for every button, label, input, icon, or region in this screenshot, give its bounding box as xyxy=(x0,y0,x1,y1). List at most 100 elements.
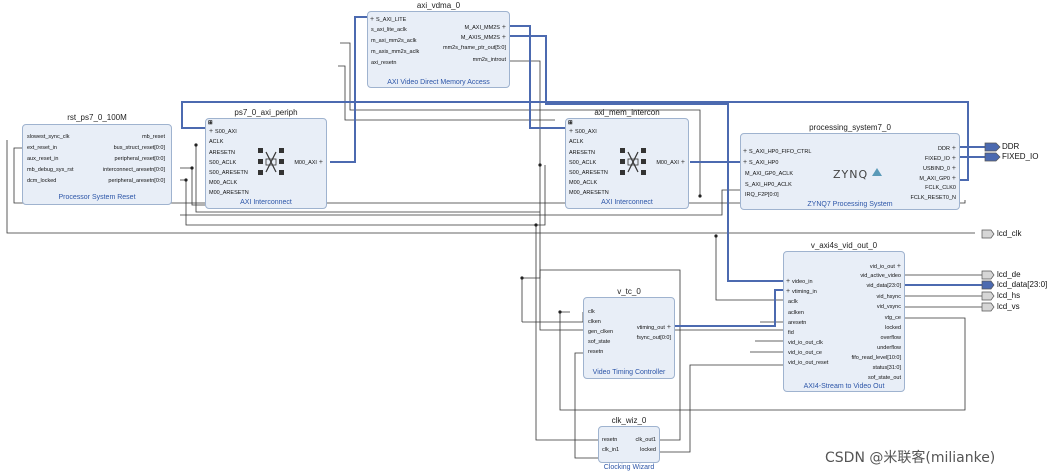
net-periph-aresetn xyxy=(180,167,206,206)
ps-pin-usbind-0: USBIND_0 + xyxy=(923,165,956,172)
ps-block-title: processing_system7_0 xyxy=(809,123,891,132)
vid-out-pin-vid-io-out-reset: vid_io_out_reset xyxy=(788,360,829,366)
periph-pin-m00-aresetn: M00_ARESETN xyxy=(209,190,249,196)
ext-port-lcd-de[interactable]: lcd_de xyxy=(997,270,1021,279)
net-vtc-clk xyxy=(522,312,584,323)
vdma-pin-m-axi-mm2s: M_AXI_MM2S + xyxy=(464,24,506,31)
clkwiz-pin-clk-in1: clk_in1 xyxy=(602,447,620,453)
bus-vdma-axis-to-vidout xyxy=(510,35,783,282)
vtc-block[interactable]: clk clken gen_clken sof_state resetn vti… xyxy=(583,297,675,379)
ext-port-lcd-data[interactable]: lcd_data[23:0] xyxy=(997,280,1047,289)
ext-port-fixed-io[interactable]: FIXED_IO xyxy=(1002,152,1039,161)
net-clk-row xyxy=(180,189,742,216)
rst-block-title: rst_ps7_0_100M xyxy=(67,113,127,122)
vid-out-pin-overflow: overflow xyxy=(880,335,901,341)
periph-pin-s00-axi: + S00_AXI xyxy=(209,128,237,135)
port-fixed-io-shape xyxy=(984,152,1001,162)
watermark-text: CSDN @米联客(milianke) xyxy=(825,450,996,466)
periph-pin-m00-axi: M00_AXI + xyxy=(294,159,323,166)
periph-pin-s00-aclk: S00_ACLK xyxy=(209,160,237,166)
net-clk-periph xyxy=(195,145,540,213)
vid-out-pin-vid-active-video: vid_active_video xyxy=(860,273,901,279)
mem-intercon-block-subtitle: AXI Interconnect xyxy=(601,199,653,206)
ps-pin-s-axi-hp0-fifo-ctrl: + S_AXI_HP0_FIFO_CTRL xyxy=(743,148,812,155)
rst-pin-mb-debug-sys-rst: mb_debug_sys_rst xyxy=(27,167,74,173)
periph-block-title: ps7_0_axi_periph xyxy=(234,108,298,117)
vtc-pin-resetn: resetn xyxy=(588,349,604,355)
vid-out-pin-vid-data: vid_data[23:0] xyxy=(866,283,901,289)
mem-intercon-expand-icon[interactable]: ⊞ xyxy=(568,120,573,126)
vtc-pin-sof-state: sof_state xyxy=(588,339,611,345)
ext-port-lcd-clk[interactable]: lcd_clk xyxy=(997,229,1022,238)
periph-expand-icon[interactable]: ⊞ xyxy=(208,120,213,126)
vdma-block[interactable]: + S_AXI_LITE s_axi_lite_aclk m_axi_mm2s_… xyxy=(367,11,510,88)
vtc-block-title: v_tc_0 xyxy=(617,287,641,296)
clkwiz-block[interactable]: resetn clk_in1 clk_out1 locked xyxy=(598,426,660,463)
ps-pin-fixed-io: FIXED_IO + xyxy=(924,155,956,162)
ext-port-lcd-vs[interactable]: lcd_vs xyxy=(997,302,1020,311)
rst-pin-interconnect-aresetn: interconnect_aresetn[0:0] xyxy=(102,167,165,173)
vdma-pin-m-axis-mm2s-aclk: m_axis_mm2s_aclk xyxy=(371,49,420,55)
ps-pin-s-axi-hp0: + S_AXI_HP0 xyxy=(743,159,779,166)
port-lcd-data-shape xyxy=(981,280,995,290)
rst-pin-ext-reset-in: ext_reset_in xyxy=(27,145,57,151)
vdma-pin-m-axi-mm2s-aclk: m_axi_mm2s_aclk xyxy=(371,38,417,44)
vid-out-pin-aclk: aclk xyxy=(788,299,798,305)
mem-intercon-block[interactable]: ⊞ + S00_AXI ACLK ARESETN S00_ACLK S00_AR… xyxy=(565,118,689,209)
ps-pin-s-axi-hp0-aclk: S_AXI_HP0_ACLK xyxy=(745,182,792,188)
ps-pin-irq-f2p: IRQ_F2P[0:0] xyxy=(745,192,779,198)
bus-gp0-to-periph xyxy=(181,101,969,181)
vid-out-pin-underflow: underflow xyxy=(877,345,901,351)
ext-port-lcd-hs[interactable]: lcd_hs xyxy=(997,291,1021,300)
net-vtc-resetn xyxy=(574,352,598,459)
periph-pin-s00-aresetn: S00_ARESETN xyxy=(209,170,248,176)
vtc-pin-vtiming-out: vtiming_out + xyxy=(636,324,671,331)
periph-pin-aresetn: ARESETN xyxy=(209,150,235,156)
periph-block[interactable]: ⊞ + S00_AXI ACLK ARESETN S00_ACLK S00_AR… xyxy=(205,118,327,209)
vid-out-pin-video-in: + video_in xyxy=(786,278,813,285)
vdma-pin-s-axi-lite: + S_AXI_LITE xyxy=(370,16,407,23)
mem-intercon-pin-aresetn: ARESETN xyxy=(569,150,595,156)
mem-intercon-pin-s00-aclk: S00_ACLK xyxy=(569,160,597,166)
ps-pin-fclk-reset0-n: FCLK_RESET0_N xyxy=(910,195,956,201)
rst-pin-peripheral-aresetn: peripheral_aresetn[0:0] xyxy=(108,178,165,184)
vdma-pin-mm2s-frame-ptr-out: mm2s_frame_ptr_out[5:0] xyxy=(443,45,506,51)
vtc-pin-gen-clken: gen_clken xyxy=(588,329,614,335)
mem-intercon-pin-m00-aclk: M00_ACLK xyxy=(569,180,598,186)
net-interconnect-aresetn xyxy=(180,165,546,226)
rst-block[interactable]: slowest_sync_clk ext_reset_in aux_reset_… xyxy=(22,124,172,205)
port-ddr-shape xyxy=(984,142,1001,152)
mem-intercon-pin-aclk: ACLK xyxy=(569,139,584,145)
external-port-symbols xyxy=(981,142,1001,312)
mem-intercon-pin-m00-aresetn: M00_ARESETN xyxy=(569,190,609,196)
periph-crossbar-icon xyxy=(258,148,284,175)
port-lcd-hs-shape xyxy=(981,291,995,301)
vdma-pin-axi-resetn: axi_resetn xyxy=(371,60,397,66)
vtc-block-subtitle: Video Timing Controller xyxy=(592,369,666,376)
rst-pin-dcm-locked: dcm_locked xyxy=(27,178,57,184)
vid-out-pin-vid-vsync: vid_vsync xyxy=(876,304,901,310)
port-lcd-vs-shape xyxy=(981,302,995,312)
net-rst-ext xyxy=(13,147,966,204)
rst-pin-aux-reset-in: aux_reset_in xyxy=(27,156,59,162)
vid-out-pin-sof-state-out: sof_state_out xyxy=(867,375,901,381)
vid-out-block[interactable]: + video_in + vtiming_in aclk aclken ares… xyxy=(783,251,905,392)
vid-out-pin-vid-io-out: vid_io_out + xyxy=(869,263,901,270)
ps-pin-m-axi-gp0: M_AXI_GP0 + xyxy=(919,175,956,182)
mem-intercon-pin-s00-axi: + S00_AXI xyxy=(569,128,597,135)
ext-port-ddr[interactable]: DDR xyxy=(1002,142,1020,151)
vdma-block-subtitle: AXI Video Direct Memory Access xyxy=(387,79,490,86)
zynq-logo: ZYNQ xyxy=(833,168,869,181)
mem-intercon-pin-m00-axi: M00_AXI + xyxy=(656,159,685,166)
clkwiz-block-subtitle: Clocking Wizard xyxy=(603,464,655,471)
net-locked xyxy=(660,364,783,453)
rst-block-subtitle: Processor System Reset xyxy=(58,194,136,201)
clkwiz-pin-clk-out1: clk_out1 xyxy=(635,437,657,443)
net-fclk-clk-bus xyxy=(6,140,975,234)
bus-vtc-to-vidout xyxy=(675,289,783,327)
vid-out-pin-vid-io-out-clk: vid_io_out_clk xyxy=(788,340,823,346)
ps-block[interactable]: + S_AXI_HP0_FIFO_CTRL + S_AXI_HP0 M_AXI_… xyxy=(740,133,960,210)
ps-pin-m-axi-gp0-aclk: M_AXI_GP0_ACLK xyxy=(745,171,793,177)
clkwiz-block-title: clk_wiz_0 xyxy=(611,416,647,425)
ps-block-subtitle: ZYNQ7 Processing System xyxy=(807,201,893,208)
